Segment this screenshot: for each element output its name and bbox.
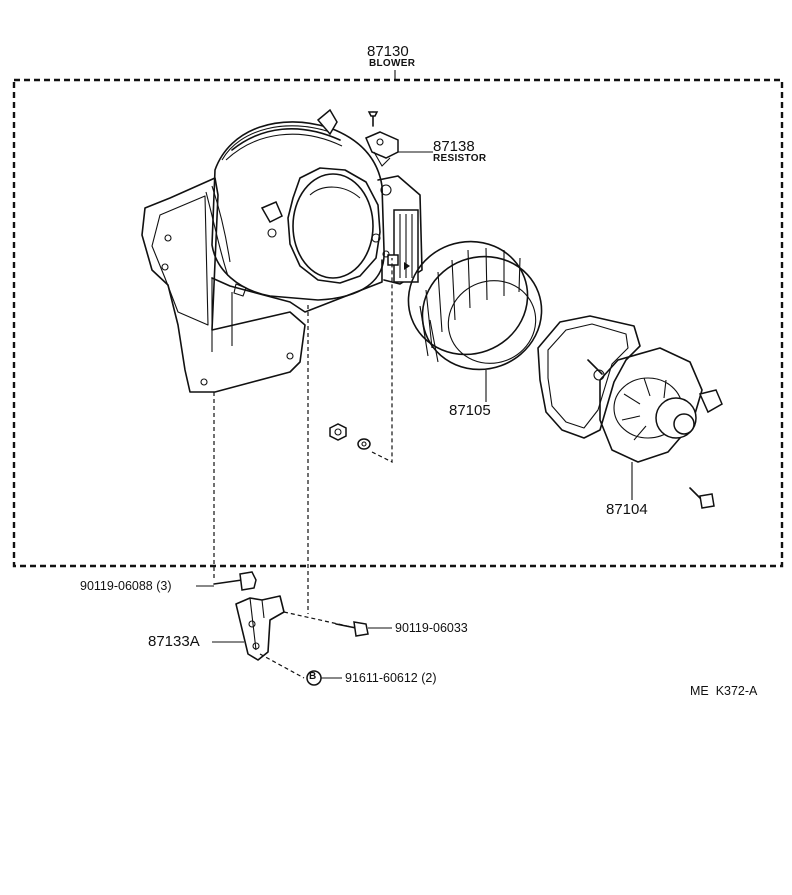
bolt-left-part-number: 90119-06088 (3) [80,580,172,593]
nut-part [329,423,371,450]
figure-code: ME K372-A [690,684,758,698]
bolt-left-number: 90119-06088 [80,579,153,593]
blower-fan-part [407,240,543,402]
bolt-part [196,571,257,591]
fan-part-number: 87105 [449,402,491,419]
blower-motor-part [537,315,723,500]
assembly-part-number: 87130 [367,43,409,60]
screw-part [689,487,715,509]
nut-number: 91611-60612 [345,671,418,685]
bracket-part-number: 87133A [148,633,200,650]
bracket-part [212,595,285,661]
assembly-part-name: BLOWER [369,58,416,69]
bolt-part [335,621,392,637]
resistor-part [365,111,433,167]
motor-part-number: 87104 [606,501,648,518]
blower-case [141,108,423,393]
bolt-right-part-number: 90119-06033 [395,621,468,635]
resistor-part-number: 87138 [433,138,475,155]
nut-symbol: B [309,671,317,682]
alignment-lines [213,258,393,679]
assembly-frame [12,78,784,568]
nut-qty: (2) [421,671,437,685]
resistor-part-name: RESISTOR [433,153,487,164]
bolt-left-qty: (3) [156,579,172,593]
nut-part [306,670,342,686]
nut-part-number: 91611-60612 (2) [345,672,437,685]
